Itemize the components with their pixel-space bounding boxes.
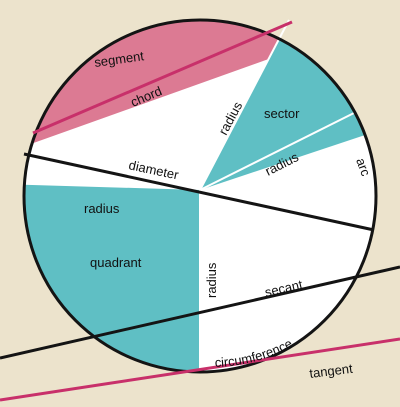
secant-line <box>0 265 400 360</box>
radius-line-sector-left <box>199 19 290 191</box>
label-radius-quadrant-top: radius <box>84 201 120 216</box>
sector-region <box>200 20 376 190</box>
label-segment: segment <box>93 48 145 70</box>
tangent-line <box>0 337 400 402</box>
circumference-outline <box>22 18 378 374</box>
quadrant-region <box>24 184 200 372</box>
label-radius-vertical: radius <box>204 262 219 298</box>
label-tangent: tangent <box>309 361 354 381</box>
radius-line-sector-right <box>199 111 357 191</box>
label-sector: sector <box>264 106 300 121</box>
label-quadrant: quadrant <box>90 255 142 270</box>
chord-line <box>32 20 293 135</box>
diameter-line <box>23 152 375 232</box>
label-arc: arc <box>353 156 373 179</box>
